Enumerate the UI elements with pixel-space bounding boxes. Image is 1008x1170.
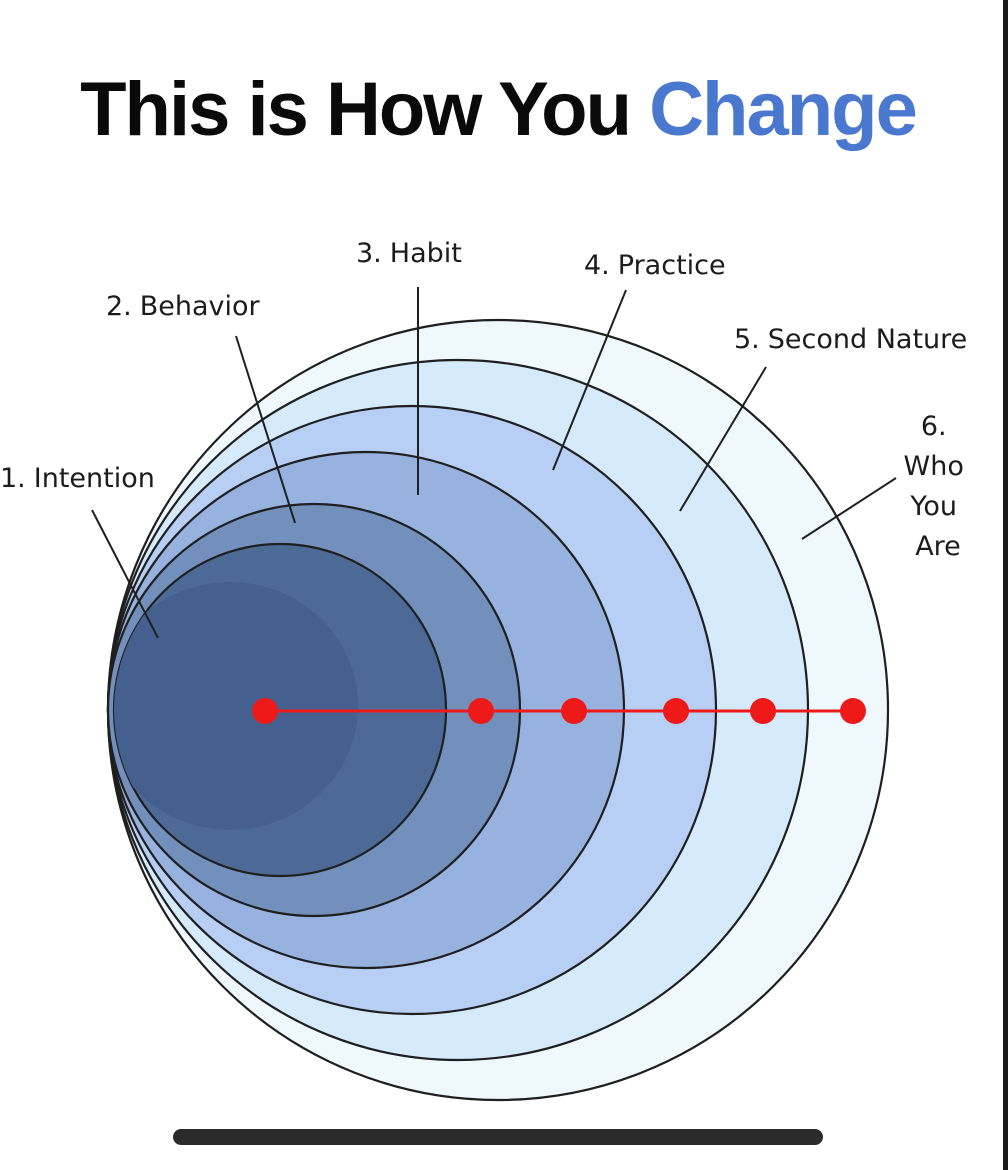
progress-dot-1 [252, 698, 278, 724]
label-habit: 3. Habit [356, 238, 462, 269]
home-indicator-bar[interactable] [173, 1129, 823, 1145]
progress-dot-3 [561, 698, 587, 724]
progress-dot-5 [750, 698, 776, 724]
progress-dot-4 [663, 698, 689, 724]
pointer-line-second-nature [679, 366, 767, 512]
screen-edge [1003, 0, 1008, 1170]
label-intention-text: Intention [34, 463, 155, 494]
label-second-nature-number: 5. [734, 324, 760, 355]
label-second-nature: 5. Second Nature [734, 324, 967, 355]
page-title: This is How You Change [0, 62, 996, 158]
title-accent: Change [649, 67, 918, 152]
pointer-line-who-you-are [801, 477, 897, 540]
label-behavior-number: 2. [106, 291, 132, 322]
label-who-you-are: 6. Who You Are [904, 411, 973, 562]
pointer-line-intention [91, 509, 159, 639]
label-behavior: 2. Behavior [106, 291, 261, 322]
label-practice-number: 4. [584, 250, 610, 281]
pointer-line-behavior [235, 335, 296, 524]
intention-core [114, 582, 358, 830]
progress-dot-6 [840, 698, 866, 724]
label-practice-text: Practice [618, 250, 726, 281]
progress-dot-2 [468, 698, 494, 724]
label-habit-text: Habit [390, 238, 462, 269]
title-main: This is How You [80, 67, 650, 152]
label-who-you-are-number: 6. [921, 411, 947, 442]
pointer-line-practice [552, 289, 627, 471]
label-practice: 4. Practice [584, 250, 726, 281]
label-behavior-text: Behavior [140, 291, 261, 322]
label-who-you-are-line-1: Who [904, 451, 964, 482]
label-who-you-are-line-3: Are [915, 531, 961, 562]
label-who-you-are-line-2: You [909, 491, 957, 522]
label-intention: 1. Intention [0, 463, 155, 494]
label-second-nature-text: Second Nature [768, 324, 968, 355]
label-habit-number: 3. [356, 238, 382, 269]
label-intention-number: 1. [0, 463, 26, 494]
